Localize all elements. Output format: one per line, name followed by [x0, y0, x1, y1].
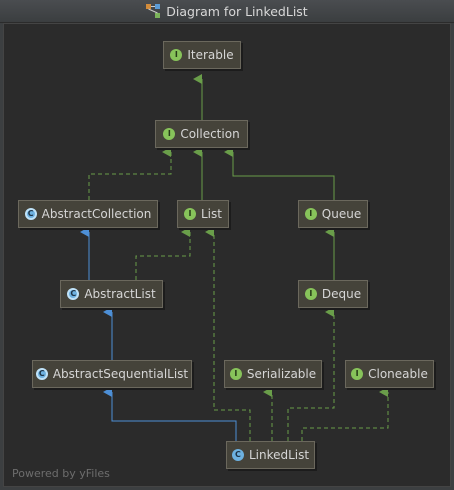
node-abstract-list[interactable]: C AbstractList: [60, 280, 163, 308]
diagram-icon: [146, 4, 161, 18]
edge-linkedlist-cloneable: [301, 387, 389, 441]
node-label: Collection: [180, 127, 240, 141]
title-bar: Diagram for LinkedList: [0, 0, 454, 23]
interface-icon: I: [304, 208, 317, 220]
edge-queue-collection: [224, 147, 335, 200]
diagram-canvas[interactable]: I Iterable I Collection C AbstractCollec…: [3, 23, 451, 487]
node-linked-list[interactable]: C LinkedList: [226, 441, 315, 469]
footer-credit: Powered by yFiles: [12, 467, 110, 480]
window-title: Diagram for LinkedList: [166, 3, 308, 19]
node-collection[interactable]: I Collection: [155, 120, 248, 148]
edge-linkedlist-deque: [287, 307, 335, 441]
node-serializable[interactable]: I Serializable: [224, 360, 322, 388]
abstract-class-icon: C: [35, 368, 48, 380]
node-label: Cloneable: [368, 367, 428, 381]
node-label: AbstractList: [84, 287, 156, 301]
node-abstract-sequential-list[interactable]: C AbstractSequentialList: [32, 360, 192, 388]
node-abstract-collection[interactable]: C AbstractCollection: [18, 200, 158, 228]
class-icon: C: [231, 449, 244, 461]
node-label: Deque: [321, 287, 362, 301]
interface-icon: I: [163, 128, 176, 140]
edge-linkedlist-abstractsequentiallist: [103, 387, 237, 441]
node-label: LinkedList: [248, 448, 310, 462]
node-label: Queue: [321, 207, 362, 221]
interface-icon: I: [229, 368, 242, 380]
edge-layer: [80, 74, 389, 441]
interface-icon: I: [170, 49, 183, 61]
edge-abstractlist-list: [135, 227, 191, 280]
node-queue[interactable]: I Queue: [298, 200, 368, 228]
edge-abstractcollection-collection: [88, 147, 172, 200]
node-list[interactable]: I List: [177, 200, 229, 228]
abstract-class-icon: C: [67, 288, 80, 300]
node-label: Iterable: [187, 48, 234, 62]
node-deque[interactable]: I Deque: [298, 280, 368, 308]
node-iterable[interactable]: I Iterable: [163, 41, 241, 69]
abstract-class-icon: C: [24, 208, 37, 220]
edge-linkedlist-list: [205, 227, 251, 441]
node-label: AbstractCollection: [41, 207, 152, 221]
interface-icon: I: [351, 368, 364, 380]
interface-icon: I: [304, 288, 317, 300]
node-cloneable[interactable]: I Cloneable: [345, 360, 434, 388]
node-label: List: [201, 207, 222, 221]
interface-icon: I: [184, 208, 196, 220]
node-label: AbstractSequentialList: [52, 367, 189, 381]
node-label: Serializable: [246, 367, 317, 381]
